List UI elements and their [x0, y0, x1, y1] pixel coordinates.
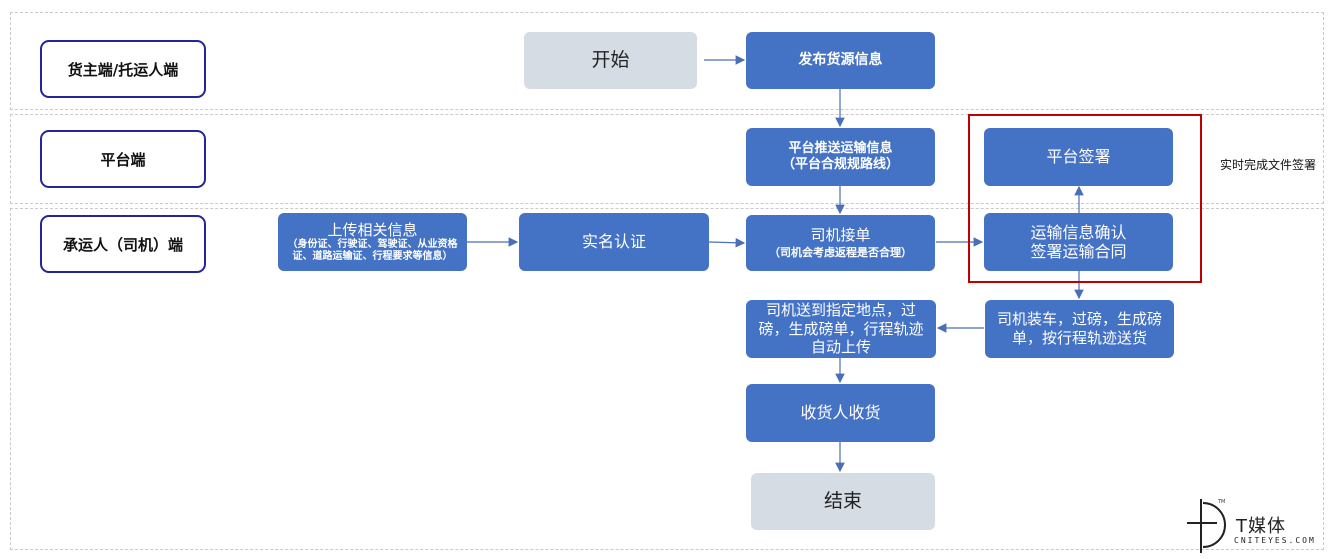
receive-label: 收货人收货 [800, 403, 881, 423]
confirm-node: 运输信息确认 签署运输合同 [984, 213, 1173, 271]
deliver-label: 司机送到指定地点，过磅，生成磅单，行程轨迹自动上传 [758, 300, 924, 357]
publish-label: 发布货源信息 [798, 52, 883, 69]
confirm-line1: 运输信息确认 [1030, 222, 1127, 242]
receive-node: 收货人收货 [746, 384, 935, 442]
start-node: 开始 [524, 32, 697, 89]
end-node: 结束 [751, 473, 935, 530]
upload-sub: （身份证、行驶证、驾驶证、从业资格证、道路运输证、行程要求等信息） [287, 238, 458, 263]
role-carrier-label: 承运人（司机）端 [62, 235, 183, 254]
upload-title: 上传相关信息 [327, 220, 418, 239]
load-label: 司机装车，过磅，生成磅单，按行程轨迹送货 [996, 310, 1162, 347]
signing-highlight-frame [968, 114, 1202, 283]
lane-platform [10, 114, 1324, 204]
push-node: 平台推送运输信息 （平台合规规路线） [746, 128, 935, 186]
push-sub: （平台合规规路线） [781, 157, 899, 172]
load-node: 司机装车，过磅，生成磅单，按行程轨迹送货 [985, 300, 1174, 358]
realname-label: 实名认证 [581, 232, 646, 252]
publish-node: 发布货源信息 [746, 32, 935, 89]
confirm-line2: 签署运输合同 [1030, 242, 1127, 261]
role-platform: 平台端 [40, 130, 206, 188]
signing-annotation: 实时完成文件签署 [1220, 158, 1317, 172]
role-platform-label: 平台端 [100, 150, 146, 169]
upload-node: 上传相关信息 （身份证、行驶证、驾驶证、从业资格证、道路运输证、行程要求等信息） [278, 213, 467, 271]
accept-title: 司机接单 [810, 226, 871, 245]
sign-label: 平台签署 [1046, 147, 1111, 167]
end-label: 结束 [823, 490, 862, 513]
deliver-node: 司机送到指定地点，过磅，生成磅单，行程轨迹自动上传 [746, 300, 936, 358]
accept-node: 司机接单 （司机会考虑返程是否合理） [746, 215, 935, 271]
brand-logo-en: CNITEYES.COM [1234, 536, 1316, 545]
push-title: 平台推送运输信息 [788, 141, 893, 157]
lane-shipper [10, 12, 1324, 110]
brand-logo-tm: TM [1218, 499, 1226, 505]
role-shipper-label: 货主端/托运人端 [67, 60, 179, 79]
lane-carrier [10, 208, 1324, 550]
accept-sub: （司机会考虑返程是否合理） [769, 246, 912, 260]
realname-node: 实名认证 [519, 213, 709, 271]
role-shipper: 货主端/托运人端 [40, 40, 206, 98]
start-label: 开始 [591, 49, 630, 72]
brand-logo-mark [1187, 499, 1226, 553]
sign-node: 平台签署 [984, 128, 1173, 186]
role-carrier: 承运人（司机）端 [40, 215, 206, 273]
arrow-realname-accept [708, 237, 746, 248]
brand-logo-cn: T媒体 [1236, 516, 1286, 537]
